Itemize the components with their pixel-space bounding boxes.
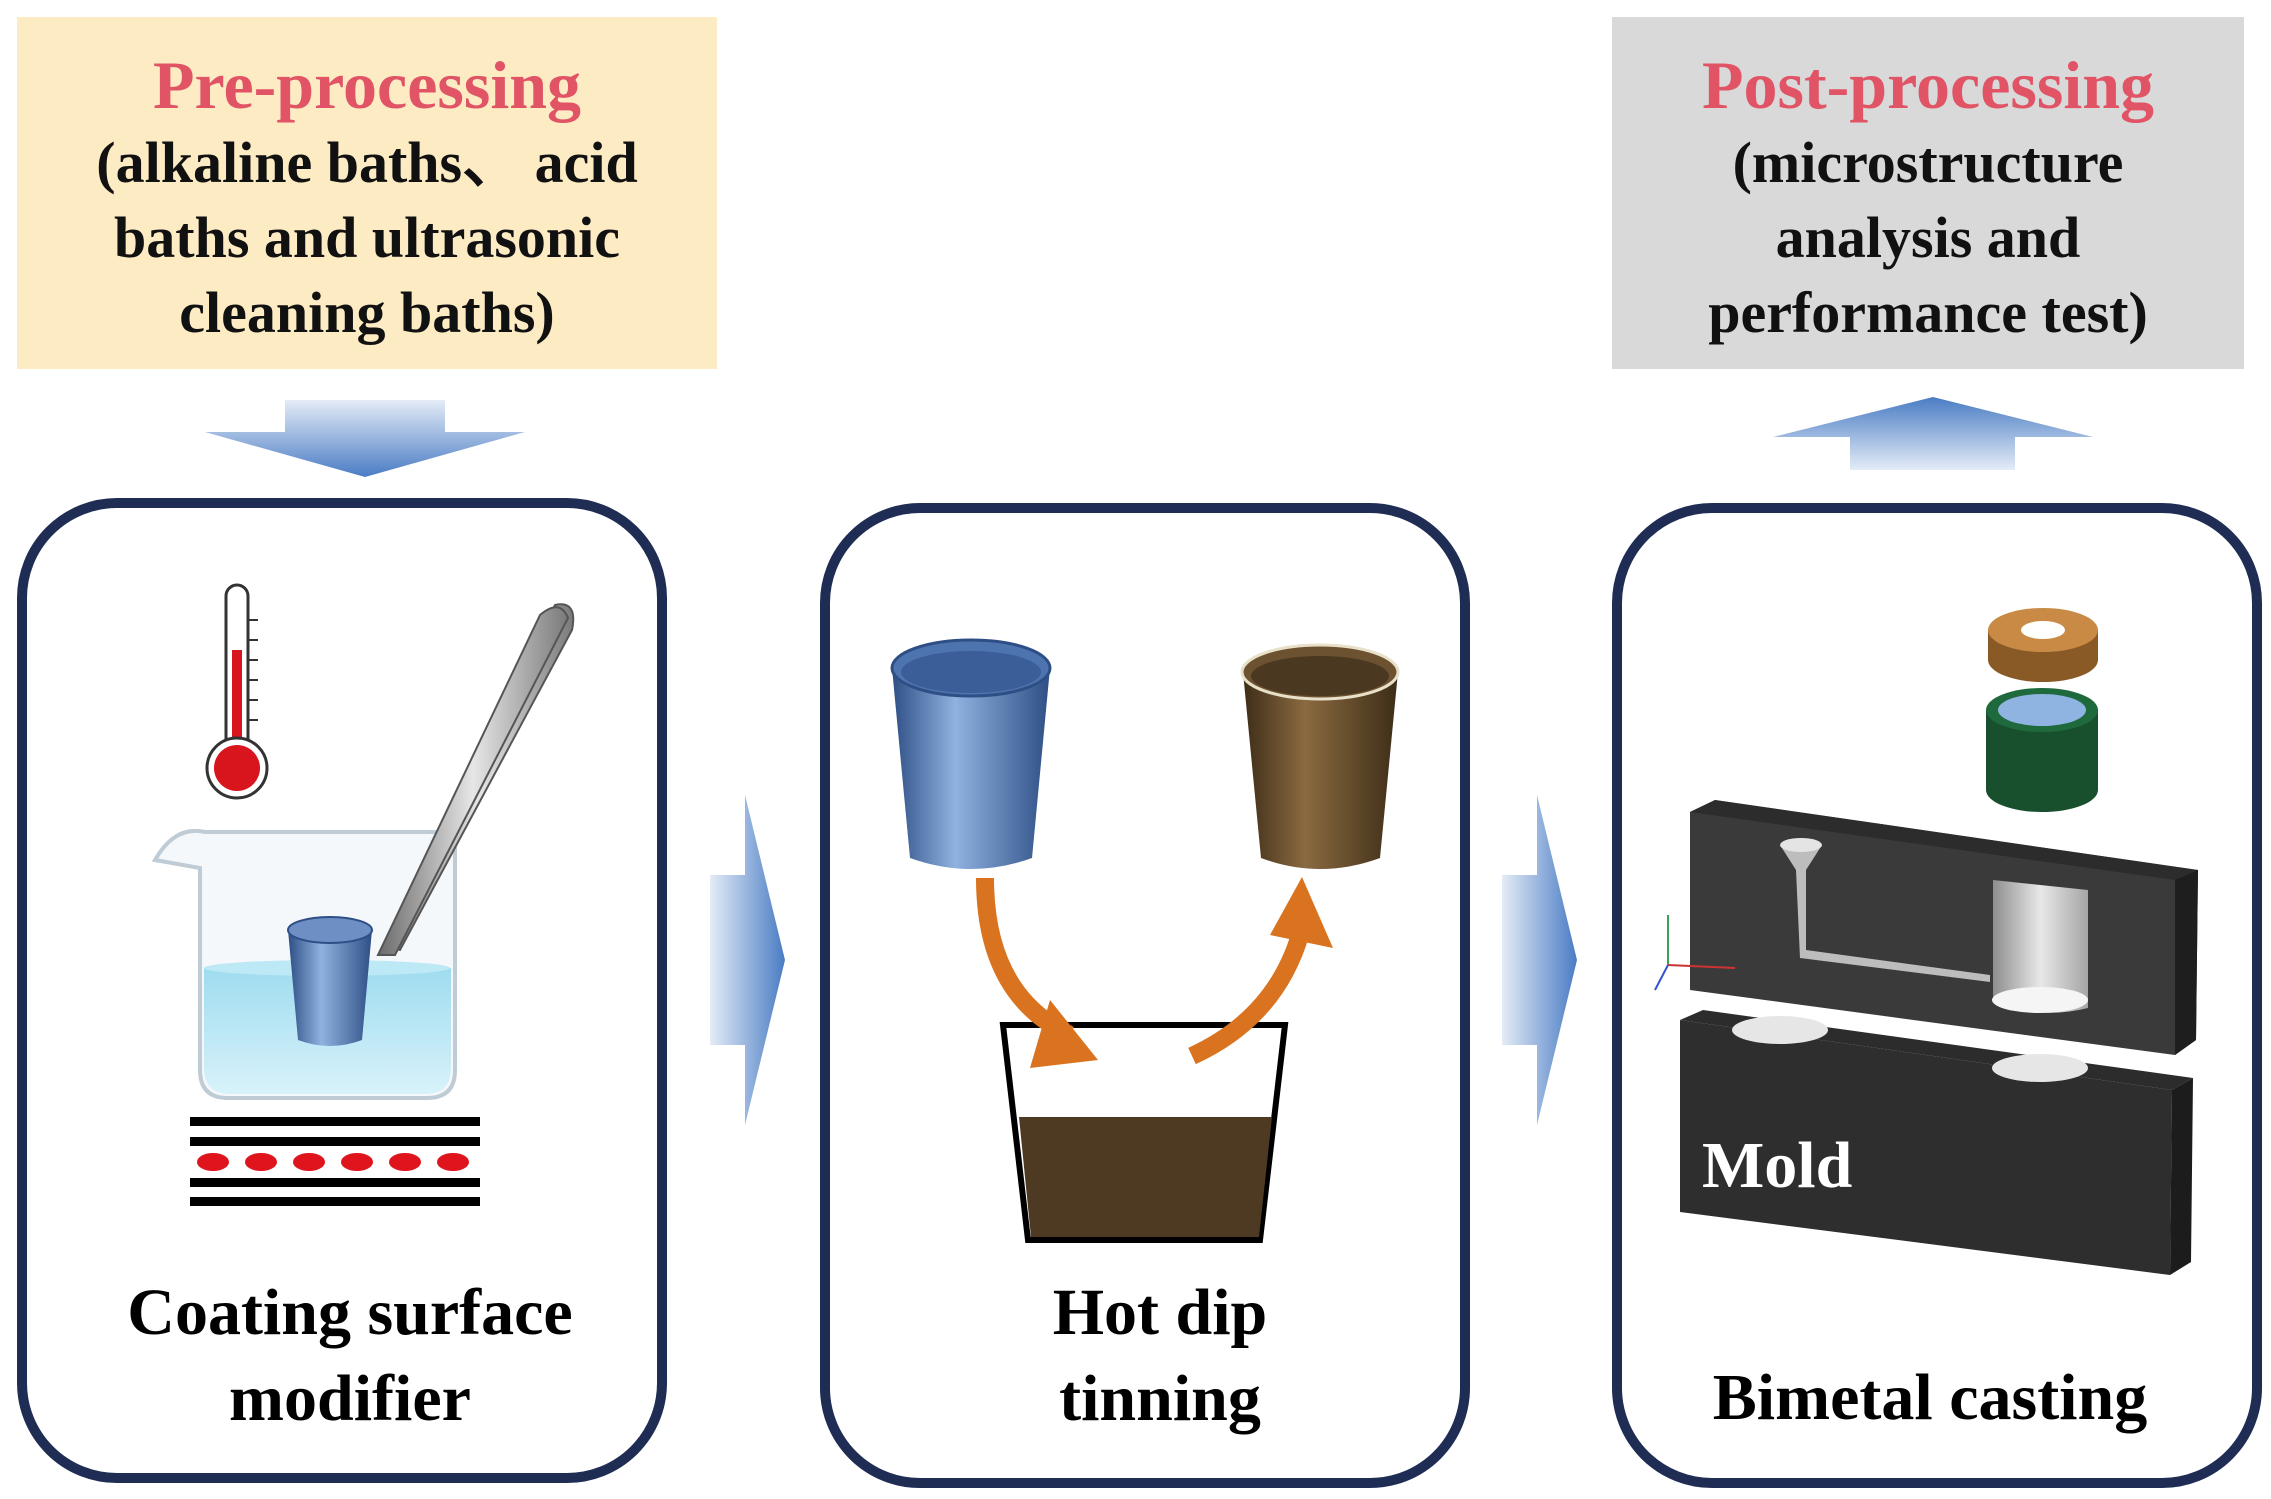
pre-processing-title: Pre-processing (152, 47, 582, 123)
sleeve-icon (1986, 688, 2098, 812)
pre-processing-description: (alkaline baths、 acid baths and ultrason… (96, 130, 638, 345)
post-processing-box: Post-processing (microstructure analysis… (1612, 17, 2244, 369)
right-arrow-icon (710, 795, 785, 1125)
mold-lower-icon (1680, 1010, 2193, 1275)
mold-upper-icon (1654, 800, 2198, 1055)
right-arrow-icon (1502, 795, 1577, 1125)
ring-icon (1988, 608, 2098, 682)
mold-label: Mold (1702, 1129, 1853, 1202)
pre-processing-box: Pre-processing (alkaline baths、 acid bat… (17, 17, 717, 369)
blue-cup-icon (890, 638, 1052, 869)
hot-plate-icon (190, 1117, 480, 1206)
step-label-coating: Coating surface modifier (127, 1276, 573, 1435)
tweezers-icon (376, 603, 575, 956)
up-arrow-icon (1773, 397, 2093, 470)
thermometer-icon (205, 583, 269, 800)
cup-icon (287, 916, 373, 1046)
lift-curve-arrow-icon (1188, 877, 1333, 1065)
step-label-hot-dip: Hot dip tinning (1052, 1276, 1268, 1435)
post-processing-description: (microstructure analysis and performance… (1708, 130, 2148, 345)
dip-curve-arrow-icon (976, 877, 1098, 1068)
tin-bath-icon (999, 1022, 1289, 1243)
post-processing-title: Post-processing (1701, 47, 2155, 123)
axis-triad-icon (1654, 915, 1736, 991)
down-arrow-icon (205, 400, 525, 477)
step-label-bimetal: Bimetal casting (1712, 1361, 2148, 1434)
tinned-cup-icon (1240, 643, 1400, 869)
